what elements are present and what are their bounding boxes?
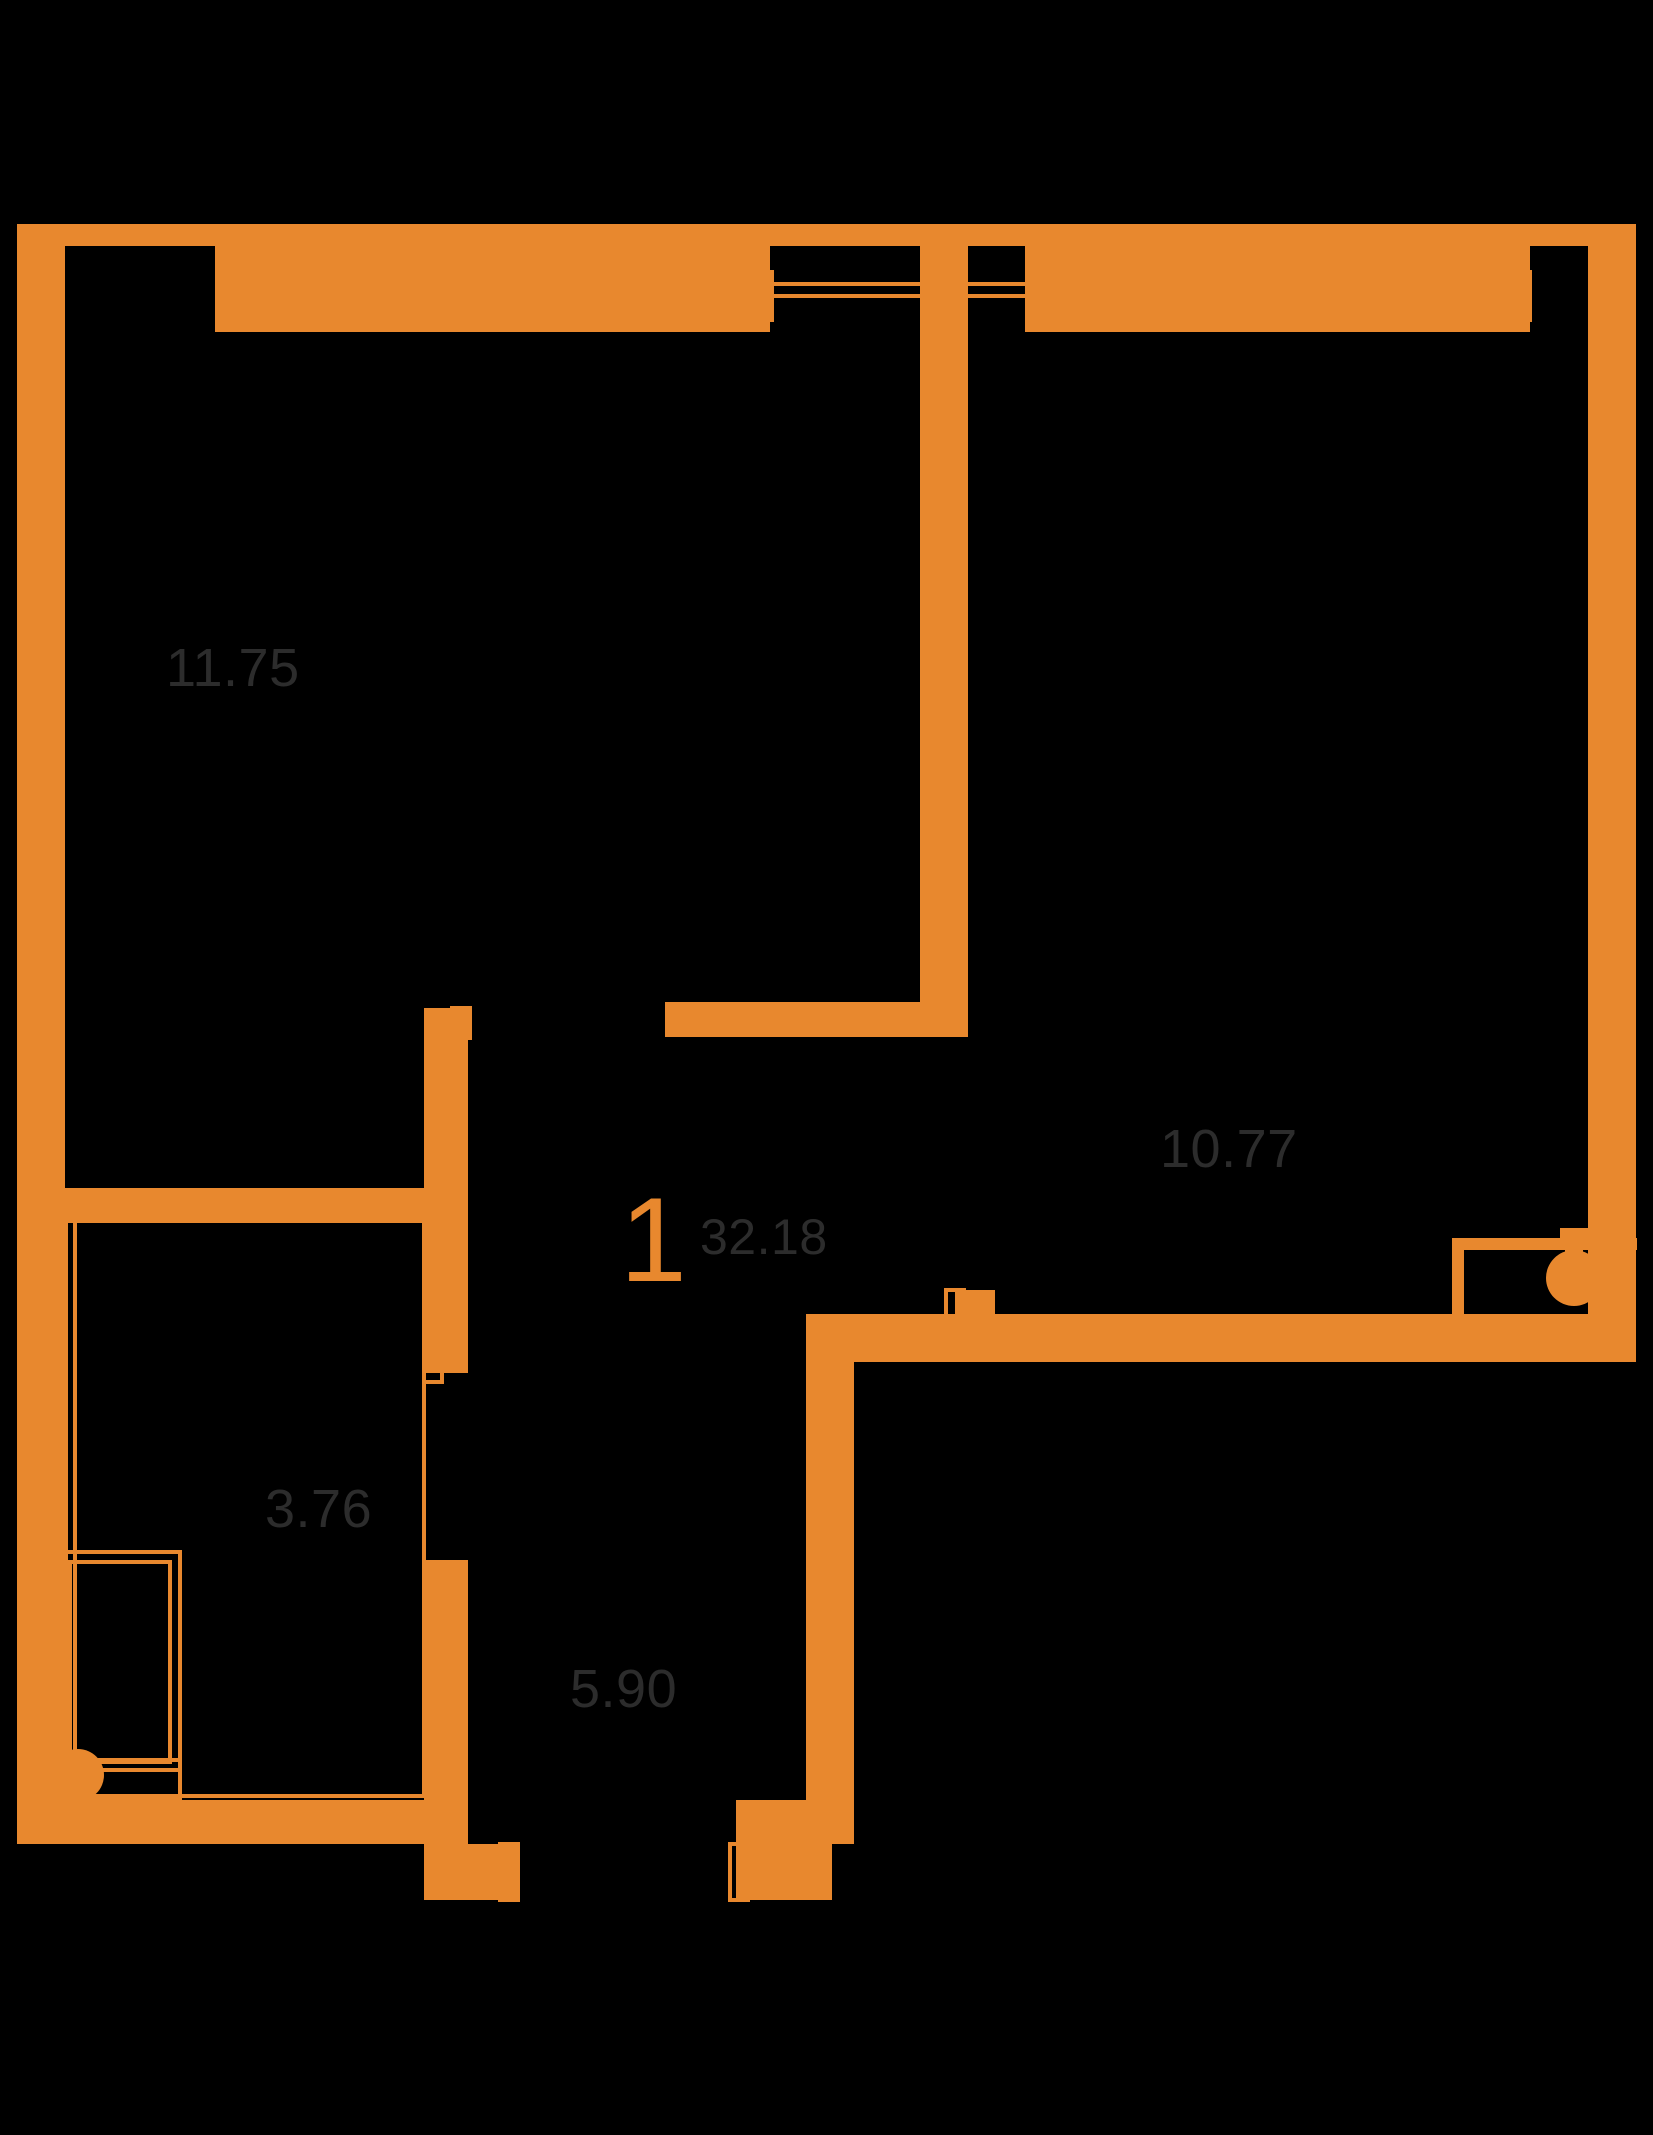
- wall-top-mid-stub: [770, 224, 1025, 246]
- wall-hall-right-vertical: [806, 1314, 854, 1844]
- label-room-count: 1: [620, 1173, 687, 1307]
- label-living-room-area: 11.75: [166, 638, 300, 698]
- window-left-jamb-left: [260, 262, 290, 322]
- wall-right-exterior: [1588, 224, 1636, 1314]
- kitchen-sink-bowl: [1546, 1250, 1602, 1306]
- bathtub-outline: [58, 1550, 182, 1800]
- wall-window-left-band: [215, 300, 770, 332]
- wall-hall-bottom-stub-right: [736, 1844, 832, 1900]
- wall-bathroom-bottom: [17, 1800, 447, 1844]
- door-jamb-entry-right: [728, 1842, 750, 1902]
- label-bedroom-area: 10.77: [1160, 1119, 1298, 1179]
- window-right-frame: [1028, 270, 1532, 322]
- wall-window-right-band: [1025, 300, 1530, 332]
- wall-bedroom-hall-horizontal: [806, 1314, 1636, 1362]
- label-total-area: 32.18: [700, 1209, 828, 1265]
- door-jamb-bedroom-top: [944, 1288, 966, 1322]
- wall-living-jog-horizontal: [665, 1002, 968, 1037]
- window-right-mullion: [1353, 262, 1391, 322]
- window-left-mullion: [618, 262, 656, 322]
- kitchen-faucet-head: [1560, 1228, 1590, 1242]
- door-jamb-entry-left: [498, 1842, 520, 1902]
- wall-hall-bottom-stub: [424, 1844, 516, 1900]
- door-jamb-hall-left: [422, 1354, 444, 1384]
- door-jamb-living: [450, 1006, 472, 1040]
- bathroom-inner-outline: [58, 1194, 426, 1798]
- wall-left-exterior: [17, 224, 65, 1844]
- wall-group: [17, 224, 1637, 1900]
- counter-kitchen-frame: [1452, 1238, 1637, 1250]
- label-bathroom-area: 3.76: [265, 1479, 373, 1539]
- wall-hall-vertical-upper: [424, 1008, 468, 1373]
- wall-central-vertical: [920, 224, 968, 824]
- bathtub-inner: [68, 1560, 172, 1764]
- wall-doorjamb-bedroom: [955, 1290, 995, 1320]
- wall-top-left-stub: [17, 224, 215, 246]
- detail-line-group: [58, 262, 1596, 1902]
- wall-living-jog-vertical: [920, 824, 968, 1024]
- label-hallway-area: 5.90: [570, 1659, 678, 1719]
- bathtub-drain: [52, 1749, 104, 1801]
- counter-kitchen-left: [1452, 1238, 1464, 1338]
